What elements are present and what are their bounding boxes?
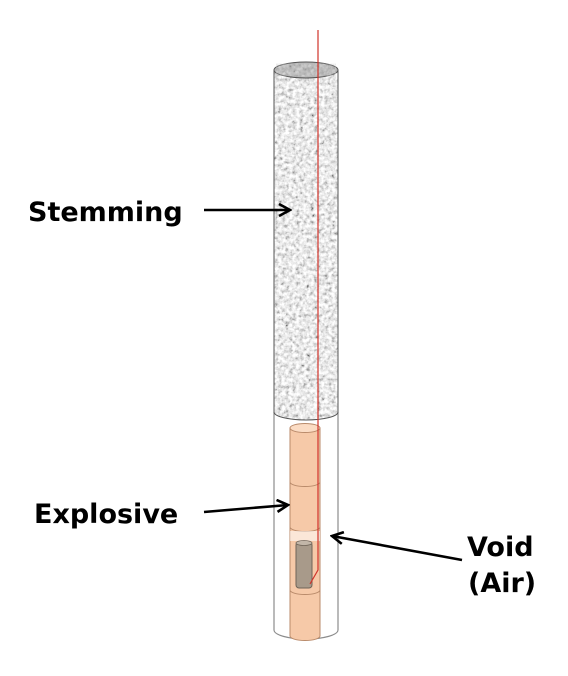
cartridge-joint-3 [289, 589, 321, 595]
cartridge-gap [290, 531, 320, 541]
void-air [295, 541, 313, 589]
stemming-texture [274, 70, 338, 420]
explosive-top [289, 423, 321, 433]
stemming-label: Stemming [28, 197, 183, 228]
explosive-charge [289, 423, 321, 641]
stemming-column [273, 61, 339, 421]
void-arrow [332, 536, 463, 562]
void-air-top [295, 540, 313, 546]
air-label: (Air) [468, 568, 536, 599]
stemming-top-inner [276, 63, 336, 77]
explosive-label: Explosive [34, 499, 178, 530]
void-label: Void [467, 532, 534, 563]
stemming-outline [273, 70, 339, 421]
fuse-line [309, 30, 319, 585]
cartridge-joint-1 [289, 481, 321, 487]
explosive-arrow [203, 505, 288, 514]
pointer-arrows [203, 210, 463, 562]
